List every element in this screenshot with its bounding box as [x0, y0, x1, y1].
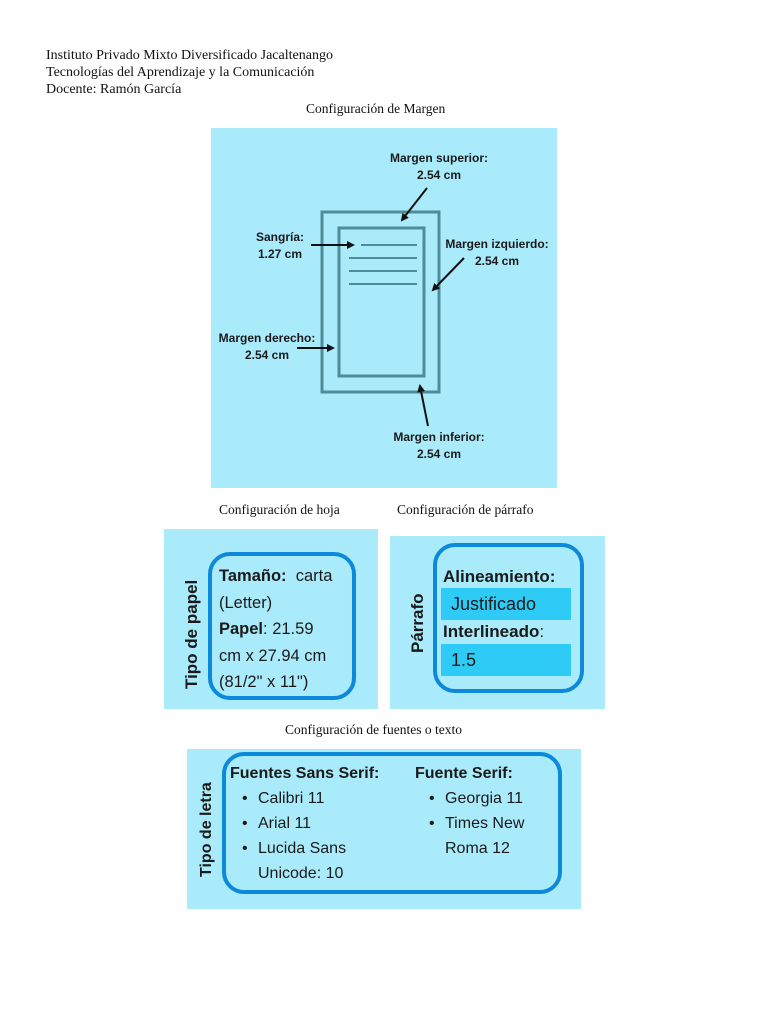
list-item-continuation: Unicode: 10 — [258, 865, 344, 882]
bottom-margin-label: Margen inferior: 2.54 cm — [393, 430, 485, 461]
spacing-value: 1.5 — [441, 644, 571, 676]
left-margin-label: Margen izquierdo: 2.54 cm — [445, 237, 549, 268]
paragraph-box — [433, 543, 584, 693]
alignment-label: Alineamiento: — [443, 567, 556, 586]
paper-type-box — [208, 552, 356, 700]
arrow-top — [400, 187, 428, 222]
list-item-continuation: Roma 12 — [445, 840, 510, 857]
arrow-left — [431, 257, 465, 292]
top-margin-label: Margen superior: 2.54 cm — [389, 151, 488, 182]
paper-type-panel: Tipo de papel Tamaño: carta (Letter) Pap… — [164, 529, 378, 709]
school-name: Instituto Privado Mixto Diversificado Ja… — [46, 48, 333, 63]
inner-page-outline — [337, 226, 426, 378]
paper-type-text: Tamaño: carta (Letter) Papel: 21.59 cm x… — [219, 567, 333, 691]
paragraph-panel: Párrafo Alineamiento: Justificado Interl… — [390, 536, 605, 709]
list-item: •Lucida Sans — [242, 840, 347, 857]
serif-list: Fuente Serif: •Georgia 11 •Times New Rom… — [415, 761, 524, 861]
sans-serif-list: Fuentes Sans Serif: •Calibri 11 •Arial 1… — [230, 761, 379, 886]
list-item: •Calibri 11 — [242, 790, 325, 807]
alignment-value: Justificado — [441, 588, 571, 620]
outer-page-outline — [320, 210, 441, 394]
margin-caption: Configuración de Margen — [306, 101, 446, 116]
arrow-bottom — [417, 384, 429, 427]
paragraph-title: Párrafo — [408, 593, 427, 653]
list-item: •Georgia 11 — [429, 790, 523, 807]
list-item: •Arial 11 — [242, 815, 312, 832]
font-panel: Tipo de letra Fuentes Sans Serif: •Calib… — [187, 749, 581, 909]
spacing-label: Interlineado: — [443, 622, 545, 641]
font-caption: Configuración de fuentes o texto — [285, 722, 462, 737]
course-name: Tecnologías del Aprendizaje y la Comunic… — [46, 65, 315, 80]
indent-label: Sangría: 1.27 cm — [255, 230, 304, 261]
margin-diagram: Margen superior: 2.54 cm Sangría: 1.27 c… — [211, 128, 557, 488]
list-item: •Times New — [429, 815, 525, 832]
font-type-title: Tipo de letra — [198, 782, 215, 877]
serif-title: Fuente Serif: — [415, 765, 513, 782]
sheet-caption: Configuración de hoja — [219, 502, 340, 517]
right-margin-label: Margen derecho: 2.54 cm — [218, 331, 316, 362]
font-box — [222, 752, 562, 894]
sans-serif-title: Fuentes Sans Serif: — [230, 765, 380, 782]
document-header: Instituto Privado Mixto Diversificado Ja… — [46, 47, 333, 98]
margin-diagram-graphic — [297, 187, 465, 427]
paragraph-caption: Configuración de párrafo — [397, 502, 534, 517]
teacher-name: Docente: Ramón García — [46, 82, 182, 97]
paper-type-title: Tipo de papel — [182, 579, 201, 689]
